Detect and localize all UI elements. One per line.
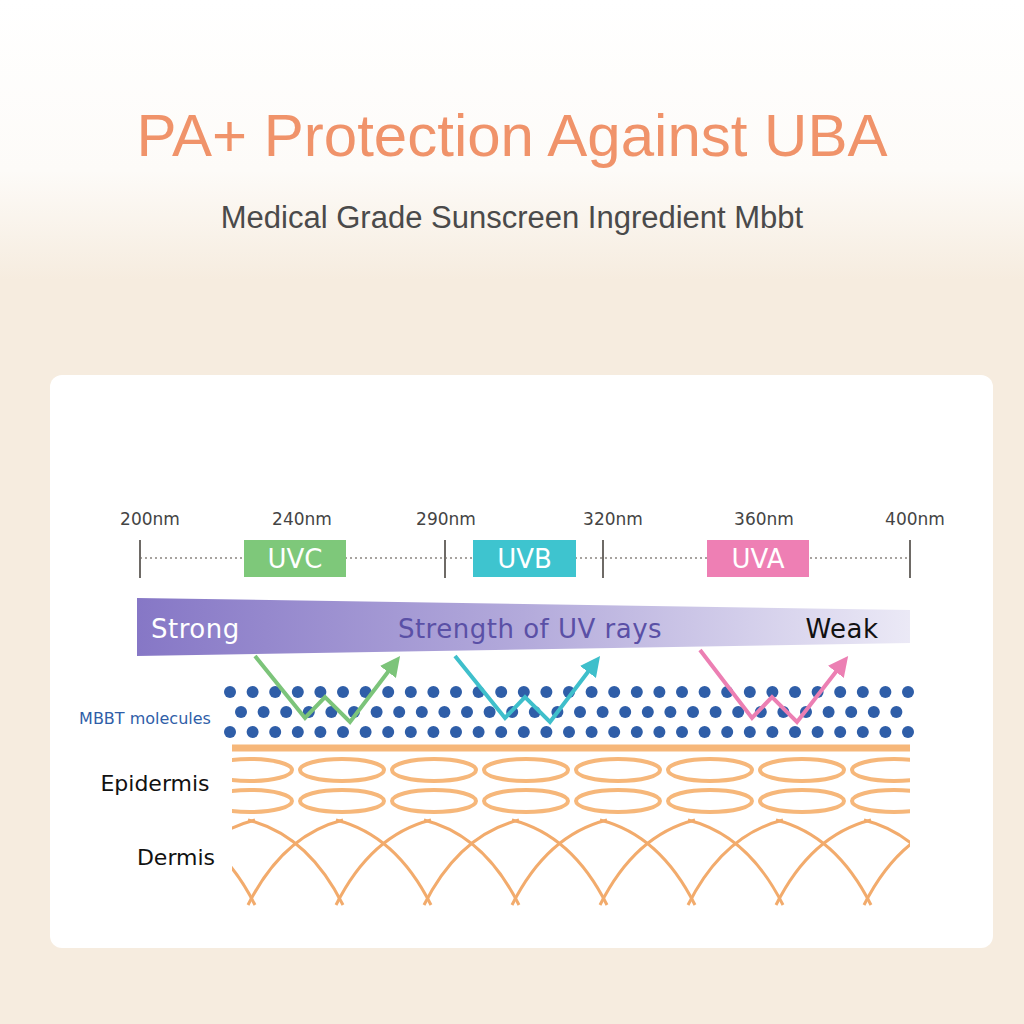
band-name: UVA [732, 544, 785, 574]
title: PA+ Protection Against UBA [137, 101, 888, 170]
scale-number: 400nm [885, 509, 945, 529]
layer-label: MBBT molecules [79, 709, 211, 728]
subtitle: Medical Grade Sunscreen Ingredient Mbbt [221, 200, 803, 236]
strength-title: Strength of UV rays [398, 614, 662, 644]
scale-number: 290nm [416, 509, 476, 529]
scale-number: 240nm [272, 509, 332, 529]
uv-band-box: UVB [473, 540, 576, 577]
layer-label: Epidermis [100, 771, 209, 796]
scale-number: 360nm [734, 509, 794, 529]
scale-number: 320nm [583, 509, 643, 529]
scale-number: 200nm [120, 509, 180, 529]
layer-label: Dermis [137, 845, 215, 870]
scale-ruler [140, 540, 910, 578]
epidermis-cells [232, 759, 910, 812]
uv-band-box: UVC [244, 540, 346, 577]
strength-end: Weak [805, 614, 878, 644]
reflected-rays [255, 650, 842, 722]
band-name: UVC [268, 544, 323, 574]
dermis-fibres [232, 820, 910, 905]
strength-band: Strong Strength of UV rays Weak [137, 598, 910, 656]
strength-end: Strong [151, 614, 240, 644]
band-name: UVB [497, 544, 552, 574]
uv-band-box: UVA [707, 540, 809, 577]
skin-surface [232, 745, 910, 752]
